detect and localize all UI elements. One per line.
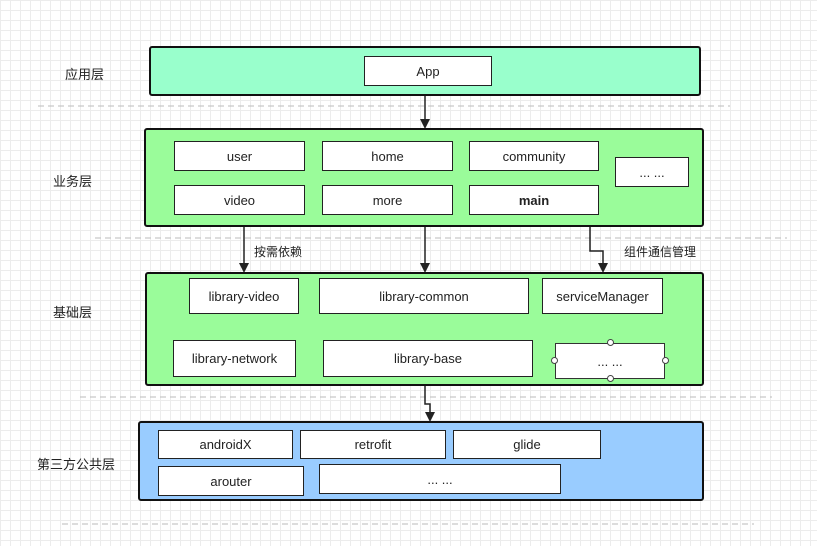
module-glide[interactable]: glide bbox=[453, 430, 601, 459]
module-library-video[interactable]: library-video bbox=[189, 278, 299, 314]
selection-handle[interactable] bbox=[551, 357, 558, 364]
layer-label-foundation: 基础层 bbox=[53, 306, 93, 321]
module-home[interactable]: home bbox=[322, 141, 453, 171]
module-video[interactable]: video bbox=[174, 185, 305, 215]
layer-label-business: 业务层 bbox=[53, 175, 93, 190]
selection-handle[interactable] bbox=[607, 339, 614, 346]
module-main[interactable]: main bbox=[469, 185, 599, 215]
module-more[interactable]: more bbox=[322, 185, 453, 215]
module-foundation-ellipsis[interactable]: ... ... bbox=[555, 343, 665, 379]
module-library-base[interactable]: library-base bbox=[323, 340, 533, 377]
edge-label-on-demand: 按需依赖 bbox=[254, 245, 303, 259]
module-third-party-ellipsis[interactable]: ... ... bbox=[319, 464, 561, 494]
module-community[interactable]: community bbox=[469, 141, 599, 171]
module-app[interactable]: App bbox=[364, 56, 492, 86]
module-user[interactable]: user bbox=[174, 141, 305, 171]
module-library-common[interactable]: library-common bbox=[319, 278, 529, 314]
module-arouter[interactable]: arouter bbox=[158, 466, 304, 496]
module-service-manager[interactable]: serviceManager bbox=[542, 278, 663, 314]
edge-label-component-comm: 组件通信管理 bbox=[624, 245, 697, 259]
module-androidx[interactable]: androidX bbox=[158, 430, 293, 459]
layer-label-app: 应用层 bbox=[65, 68, 105, 83]
selection-handle[interactable] bbox=[662, 357, 669, 364]
arrow-business-to-service-manager bbox=[589, 227, 608, 273]
layer-label-third-party: 第三方公共层 bbox=[37, 458, 116, 473]
module-library-network[interactable]: library-network bbox=[173, 340, 296, 377]
module-business-ellipsis[interactable]: ... ... bbox=[615, 157, 689, 187]
arrow-foundation-to-third-party bbox=[424, 386, 435, 422]
module-retrofit[interactable]: retrofit bbox=[300, 430, 446, 459]
selection-handle[interactable] bbox=[607, 375, 614, 382]
